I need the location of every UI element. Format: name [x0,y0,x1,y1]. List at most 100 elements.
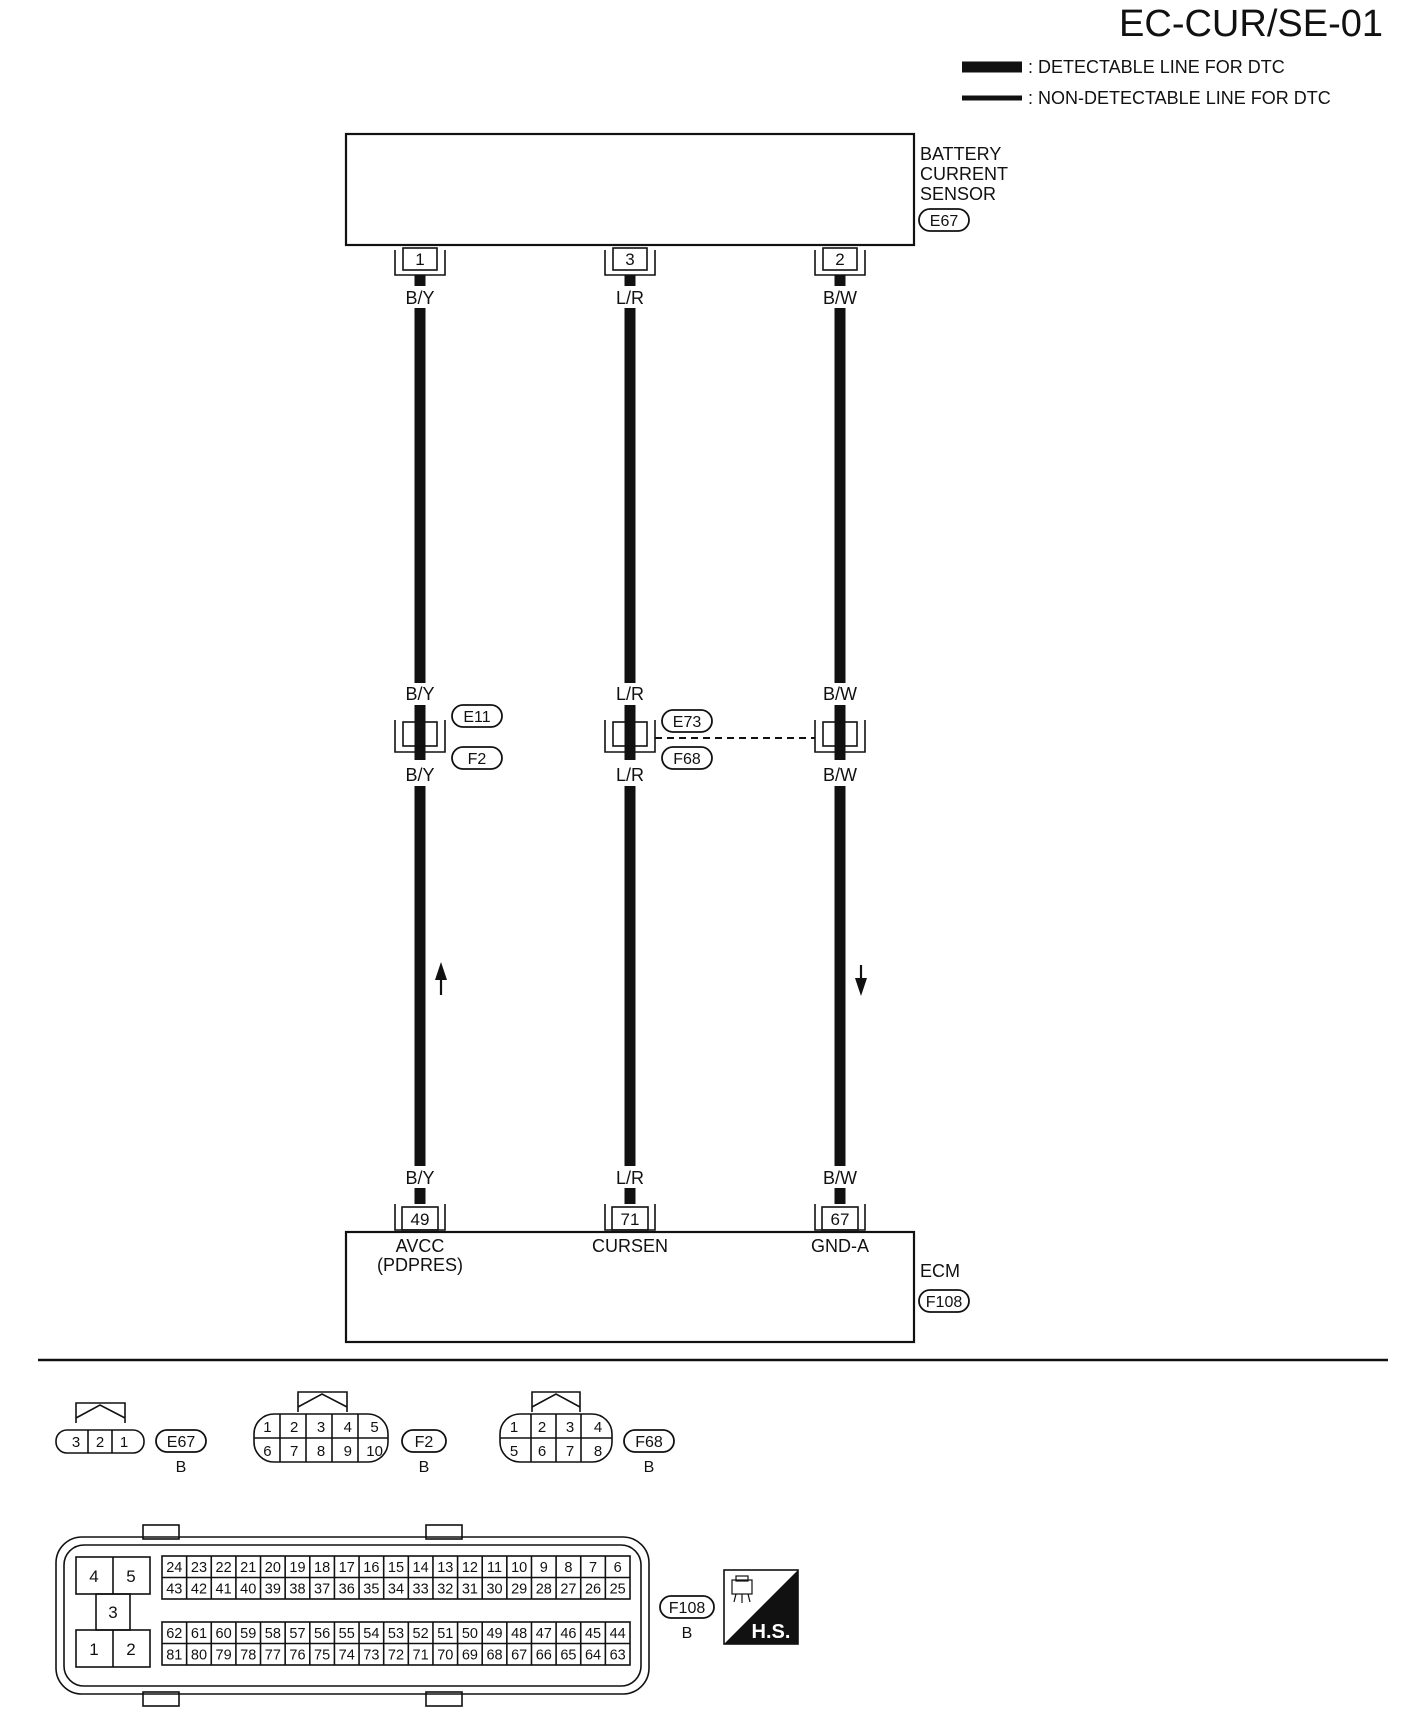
f108-top-tab-left [142,1524,180,1540]
ecm-pin-67-box [821,1206,859,1231]
f108-view-id: F108 [669,1600,706,1617]
joint-3-bracket [814,720,866,753]
e67-housing [55,1429,145,1454]
sensor-box [344,132,916,247]
harness-connector-icon [731,1575,753,1603]
ecm-pin-67: 67 [831,1210,850,1229]
f108-pin-cell: 18 [314,1560,330,1576]
f2-pin-cell: 7 [290,1443,298,1460]
f68-pin-cell: 1 [510,1419,518,1436]
wire-2-color-joint-upper: L/R [616,684,644,704]
f2-view-color: B [419,1459,430,1476]
wire-2-color-joint-lower: L/R [616,765,644,785]
f108-pin-cell: 29 [511,1582,527,1598]
f108-bottom-tab-left [142,1691,180,1707]
f108-pin-cell: 24 [166,1560,182,1576]
f108-pin-cell: 8 [564,1560,572,1576]
wire-1-color-joint-upper: B/Y [405,684,434,704]
f108-pin-cell: 72 [388,1648,404,1664]
sensor-pin-2: 2 [835,250,844,269]
sensor-pin-1-box [402,247,438,271]
f2-pin-cell: 2 [290,1419,298,1436]
f108-pin-cell: 6 [614,1560,622,1576]
f108-pin-cell: 23 [191,1560,207,1576]
wire-3-color-joint-lower: B/W [823,765,857,785]
joint-2-box [612,721,648,747]
e67-view-badge [155,1429,207,1453]
f68-view-badge [623,1429,675,1453]
f108-pin-cell: 44 [610,1626,626,1642]
f108-left-pin: 5 [126,1567,135,1586]
ecm-pin-49-box [401,1206,439,1231]
f108-pin-cell: 80 [191,1648,207,1664]
wire-2-color-top: L/R [616,288,644,308]
joint-left-bottom-id: F2 [468,751,487,768]
sensor-pin-1: 1 [415,250,424,269]
joint-left-bottom-badge [451,746,503,770]
f108-pin-cell: 77 [265,1648,281,1664]
f108-pin-cell: 31 [462,1582,478,1598]
f108-pin-cell: 20 [265,1560,281,1576]
sensor-pin-3: 3 [625,250,634,269]
joint-1-bracket [394,720,446,753]
f108-pin-cell: 81 [166,1648,182,1664]
legend: : DETECTABLE LINE FOR DTC : NON-DETECTAB… [962,57,1331,108]
hs-label: H.S. [752,1621,791,1643]
f108-pin-cell: 10 [511,1560,527,1576]
f108-pin-cell: 53 [388,1626,404,1642]
f2-pin-cell: 1 [263,1419,271,1436]
ecm-terminal-label-avcc: AVCC [396,1236,445,1256]
f108-pin-cell: 33 [413,1582,429,1598]
wire-1-color-joint-lower: B/Y [405,765,434,785]
f108-pin-cell: 21 [240,1560,256,1576]
joint-left-top-id: E11 [463,709,490,726]
ecm-connector-id: F108 [926,1294,963,1311]
joint-connectors: B/Y L/R B/W 3 8 4 E11 F2 E73 F68 B/Y L/R [394,683,866,786]
arrow-down-icon [855,978,867,996]
sensor-name-line-1: BATTERY [920,144,1001,164]
page-code: EC-CUR/SE-01 [1119,3,1383,45]
f68-pin-cell: 3 [566,1419,574,1436]
f108-pin-cell: 78 [240,1648,256,1664]
ecm-terminal-label-gnd-a: GND-A [811,1236,869,1256]
f108-bottom-tab-right [425,1691,463,1707]
f108-pin-cell: 79 [216,1648,232,1664]
f108-pin-cell: 73 [363,1648,379,1664]
sensor-pin-1-bracket [394,250,446,276]
f108-pin-cell: 60 [216,1626,232,1642]
f108-pin-cell: 47 [536,1626,552,1642]
f68-view-color: B [644,1459,655,1476]
wire-3-color-bottom: B/W [823,1168,857,1188]
f108-pin-cell: 74 [339,1648,355,1664]
e67-view-id: E67 [167,1434,196,1451]
f108-pin-cell: 12 [462,1560,478,1576]
f108-view-color: B [682,1625,693,1642]
f108-pin-cell: 48 [511,1626,527,1642]
joint-mid-bottom-id: F68 [673,751,701,768]
f2-pin-cell: 6 [263,1443,271,1460]
f68-latch [531,1391,581,1412]
e67-view-color: B [176,1459,187,1476]
e67-pin-cell: 3 [72,1434,80,1451]
f108-pin-cell: 55 [339,1626,355,1642]
f108-pin-cell: 27 [560,1582,576,1598]
sensor-pins: 1 3 2 [394,247,866,276]
f108-pin-cell: 58 [265,1626,281,1642]
arrow-up-icon [435,962,447,980]
f108-pin-cell: 40 [240,1582,256,1598]
f108-pin-cell: 38 [289,1582,305,1598]
sensor-pin-2-box [822,247,858,271]
f108-pin-cell: 41 [216,1582,232,1598]
f108-pin-cell: 26 [585,1582,601,1598]
ecm-connector-badge [918,1289,970,1313]
ecm-pin-71: 71 [621,1210,640,1229]
f2-view-badge [401,1429,447,1453]
f108-pin-cell: 56 [314,1626,330,1642]
f108-left-pin: 4 [89,1567,98,1586]
joint-left-top-badge [451,704,503,728]
f108-pin-cell: 32 [437,1582,453,1598]
f108-housing-outer [55,1536,650,1695]
